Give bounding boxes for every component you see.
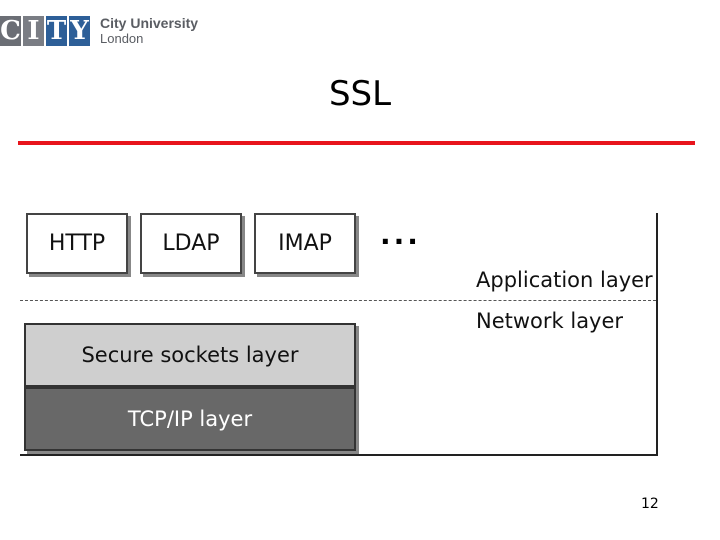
diagram-frame-bottom	[20, 454, 658, 456]
slide-title: SSL	[328, 74, 392, 114]
page-number: 12	[641, 496, 659, 512]
layer-divider-line	[20, 300, 656, 301]
logo-letter: I	[23, 16, 44, 46]
ssl-layer-box: Secure sockets layer	[24, 323, 356, 387]
logo-text: City University London	[100, 15, 199, 47]
ssl-layer-label: Secure sockets layer	[81, 343, 299, 367]
title-underline	[18, 141, 695, 145]
university-logo: C I T Y City University London	[0, 14, 198, 48]
logo-mark: C I T Y	[0, 16, 92, 46]
more-protocols-ellipsis: ...	[380, 218, 421, 251]
logo-name: City University	[100, 15, 199, 31]
tcp-ip-layer-label: TCP/IP layer	[127, 407, 253, 431]
logo-letter: C	[0, 16, 21, 46]
logo-letter: T	[46, 16, 67, 46]
protocol-box-ldap: LDAP	[140, 213, 242, 274]
protocol-box-http: HTTP	[26, 213, 128, 274]
application-layer-label: Application layer	[476, 268, 653, 292]
network-layer-label: Network layer	[476, 309, 624, 333]
logo-letter: Y	[69, 16, 90, 46]
protocol-box-imap: IMAP	[254, 213, 356, 274]
logo-place: London	[100, 31, 144, 46]
diagram-frame-right	[656, 213, 658, 455]
tcp-ip-layer-box: TCP/IP layer	[24, 387, 356, 451]
